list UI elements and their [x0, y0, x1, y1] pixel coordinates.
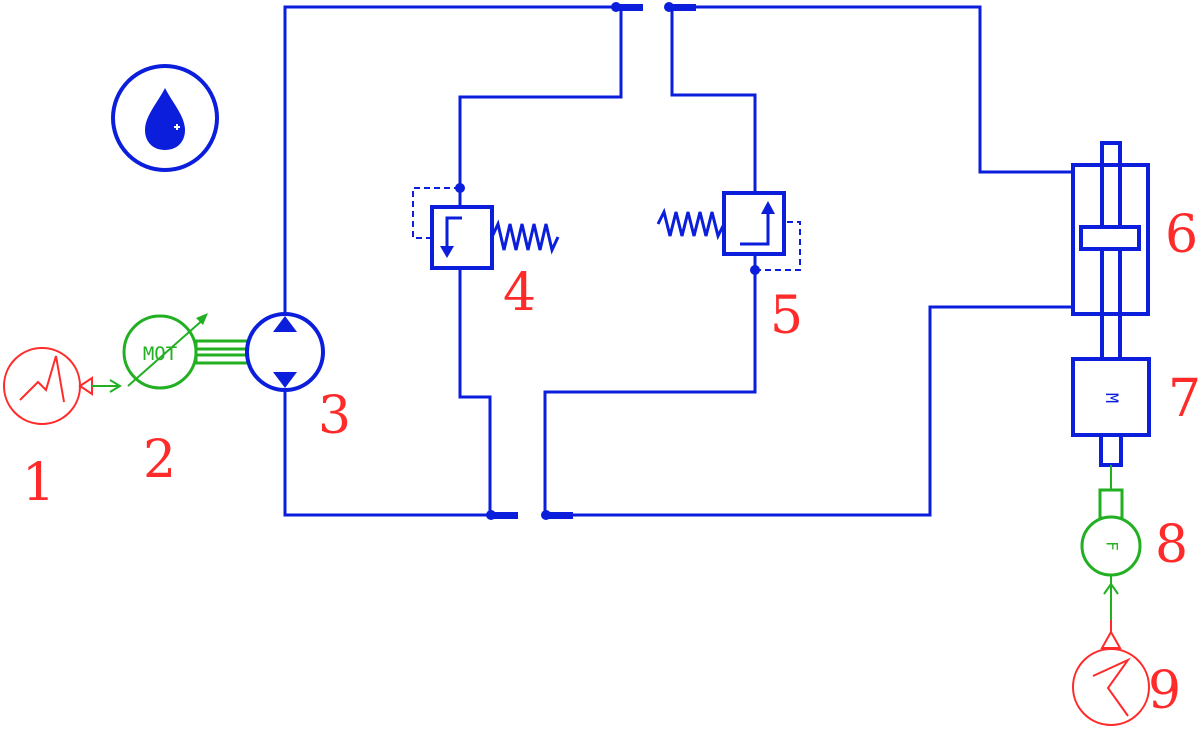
- hydraulic-lines: [283, 5, 1072, 517]
- component-label-9: 9: [1148, 661, 1181, 721]
- component-label-8: 8: [1155, 515, 1188, 575]
- signal-source-icon[interactable]: [1072, 620, 1150, 726]
- pipe-top-to-valve5: [670, 7, 757, 193]
- hydraulic-fluid-drop-icon[interactable]: [111, 64, 219, 172]
- hydraulic-pump-icon[interactable]: [245, 312, 325, 392]
- component-label-2: 2: [143, 430, 176, 490]
- component-label-7: 7: [1168, 369, 1200, 429]
- component-label-5: 5: [770, 286, 803, 346]
- component-label-6: 6: [1165, 205, 1198, 265]
- junction-top-left-dot: [611, 2, 621, 12]
- pipe-pump-to-top: [283, 5, 615, 312]
- pipe-top-to-cylinder: [668, 5, 1072, 174]
- component-label-1: 1: [22, 453, 55, 513]
- hydraulic-cylinder-icon[interactable]: [1071, 141, 1150, 359]
- junction-bottom-right-dot: [541, 510, 551, 520]
- pipe-top-to-valve4: [458, 7, 623, 207]
- junction-bottom-left-dot: [486, 510, 496, 520]
- component-label-4: 4: [503, 263, 536, 323]
- pipe-pump-to-bottom: [283, 392, 490, 517]
- junction-bottom-left: [490, 512, 518, 519]
- signal-source-icon[interactable]: [3, 347, 122, 425]
- junction-connectors: [455, 2, 760, 520]
- pipe-valve4-return: [458, 268, 492, 515]
- relief-valve-icon[interactable]: [656, 191, 801, 271]
- junction-top-right-dot: [664, 2, 674, 12]
- motor-text: MOT: [143, 343, 177, 365]
- mass-icon[interactable]: M: [1071, 357, 1151, 467]
- mass-text: M: [1101, 393, 1121, 403]
- component-label-3: 3: [318, 386, 351, 446]
- pipe-valve5-return: [543, 255, 757, 515]
- junction-top-left: [615, 4, 643, 11]
- junction-top-right: [668, 4, 696, 11]
- pipe-bottom-to-cylinder: [570, 305, 1072, 517]
- relief-valve-icon[interactable]: [412, 187, 560, 270]
- junction-bottom-right: [545, 512, 573, 519]
- prime-mover-icon[interactable]: MOT: [122, 313, 250, 390]
- force-source-icon[interactable]: F: [1080, 465, 1142, 620]
- component-labels: 1 2 3 4 5 6 7 8 9: [22, 205, 1200, 721]
- force-text: F: [1103, 541, 1122, 551]
